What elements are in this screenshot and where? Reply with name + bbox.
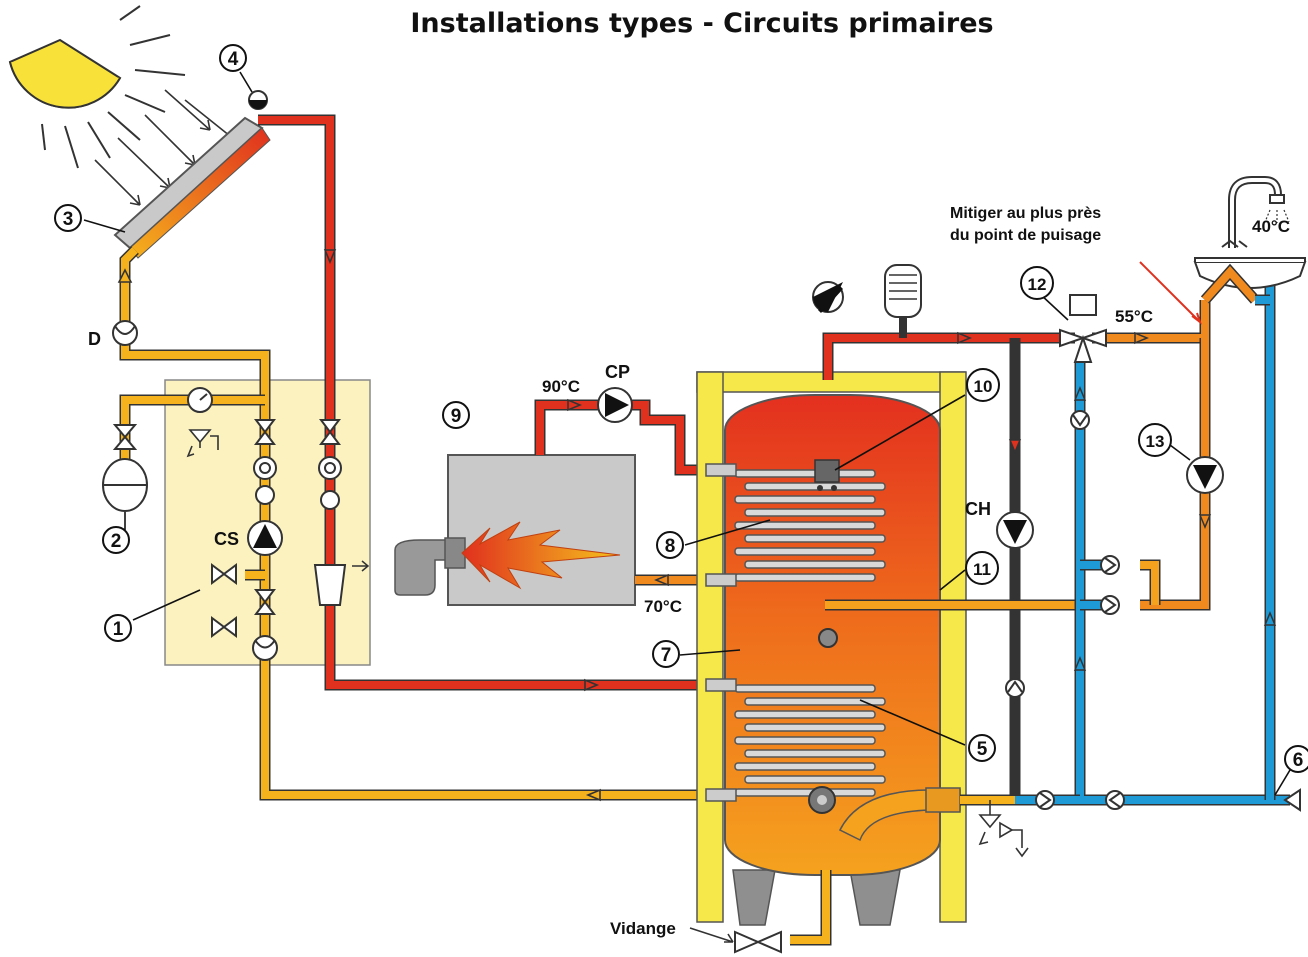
boiler-pump-cp-icon <box>597 387 633 423</box>
boiler-flow-pipe <box>536 401 715 474</box>
solar-return-pipe <box>261 660 715 799</box>
drain-valve-icon <box>734 930 782 954</box>
check-valve-icon <box>1105 790 1125 810</box>
solar-pump-cs-icon <box>247 520 283 556</box>
svg-text:3: 3 <box>63 209 74 230</box>
callout-9: 9 <box>442 401 470 429</box>
mixer-note-line2: du point de puisage <box>950 227 1101 244</box>
mixer-note-line1: Mitiger au plus près <box>950 205 1101 222</box>
expansion-vessel <box>102 458 148 512</box>
lower-coil <box>734 684 886 797</box>
flowmeter-d-icon <box>112 320 138 346</box>
svg-text:8: 8 <box>665 536 676 557</box>
arrow-icon <box>352 560 370 572</box>
label-cs: CS <box>214 529 239 549</box>
valve-icon <box>211 563 237 585</box>
inlet-arrow-icon <box>1283 788 1301 812</box>
callout-10: 10 <box>966 368 1000 402</box>
hot-water-expansion-vessel <box>884 264 922 318</box>
drain-fitting-icon <box>808 786 836 814</box>
svg-text:5: 5 <box>977 739 988 760</box>
label-d: D <box>88 329 101 349</box>
svg-text:4: 4 <box>228 49 239 70</box>
flame-icon <box>461 521 621 590</box>
svg-text:13: 13 <box>1146 432 1165 451</box>
mixer-note-leader <box>1139 261 1201 323</box>
check-valve-icon <box>1005 678 1025 698</box>
callout-12: 12 <box>1020 266 1054 300</box>
air-separator-icon <box>313 564 347 606</box>
label-ch: CH <box>965 499 991 519</box>
svg-text:12: 12 <box>1028 275 1047 294</box>
callout-6: 6 <box>1284 745 1308 773</box>
check-valve-icon <box>255 485 275 505</box>
tank-thermometer-icon <box>812 281 844 313</box>
inspection-port-icon <box>818 628 838 648</box>
callout-11: 11 <box>965 551 999 585</box>
label-vidange: Vidange <box>610 919 676 938</box>
callout-4: 4 <box>219 44 247 72</box>
diagram-title: Installations types - Circuits primaires <box>410 8 994 39</box>
pressure-gauge-icon <box>187 387 213 413</box>
callout-8: 8 <box>656 531 684 559</box>
safety-valve-icon <box>186 429 219 458</box>
callout-7: 7 <box>652 640 680 668</box>
recirculation-pump-ch-icon <box>996 511 1034 549</box>
label-70c: 70°C <box>644 597 682 616</box>
svg-text:11: 11 <box>973 560 991 579</box>
valve-icon <box>112 424 138 450</box>
thermostat-icon <box>814 459 840 491</box>
svg-text:1: 1 <box>113 619 124 640</box>
callout-13: 13 <box>1138 423 1172 457</box>
thermometer-icon <box>318 456 342 480</box>
check-valve-icon <box>1100 555 1120 575</box>
callout-1: 1 <box>104 614 132 642</box>
check-valve-icon <box>1100 595 1120 615</box>
svg-text:10: 10 <box>974 377 993 396</box>
pump-13-icon <box>1186 456 1224 494</box>
valve-icon <box>319 419 341 445</box>
air-vent-icon <box>248 90 268 110</box>
check-valve-icon <box>1070 410 1090 430</box>
flowmeter-icon <box>252 635 278 661</box>
valve-icon <box>254 419 276 445</box>
label-55c: 55°C <box>1115 307 1153 326</box>
cold-water-pipe <box>1076 360 1290 804</box>
check-valve-icon <box>320 490 340 510</box>
label-cp: CP <box>605 362 630 382</box>
label-90c: 90°C <box>542 377 580 396</box>
callout-2: 2 <box>102 526 130 554</box>
svg-text:7: 7 <box>661 645 672 666</box>
boiler <box>394 454 636 606</box>
tank-legs <box>732 869 901 926</box>
solar-flow-pipe <box>258 116 715 689</box>
upper-coil <box>734 469 886 582</box>
thermometer-icon <box>253 456 277 480</box>
check-valve-icon <box>1035 790 1055 810</box>
safety-group-icon <box>978 800 1029 858</box>
label-40c: 40°C <box>1252 217 1290 236</box>
hot-water-pipe <box>824 334 1075 380</box>
svg-text:2: 2 <box>111 531 122 552</box>
callout-5: 5 <box>968 734 996 762</box>
mixing-valve-icon <box>1059 294 1107 363</box>
valve-icon <box>254 589 276 615</box>
valve-icon <box>211 616 237 638</box>
svg-text:6: 6 <box>1293 750 1304 771</box>
svg-text:9: 9 <box>451 406 462 427</box>
callout-3: 3 <box>54 204 82 232</box>
